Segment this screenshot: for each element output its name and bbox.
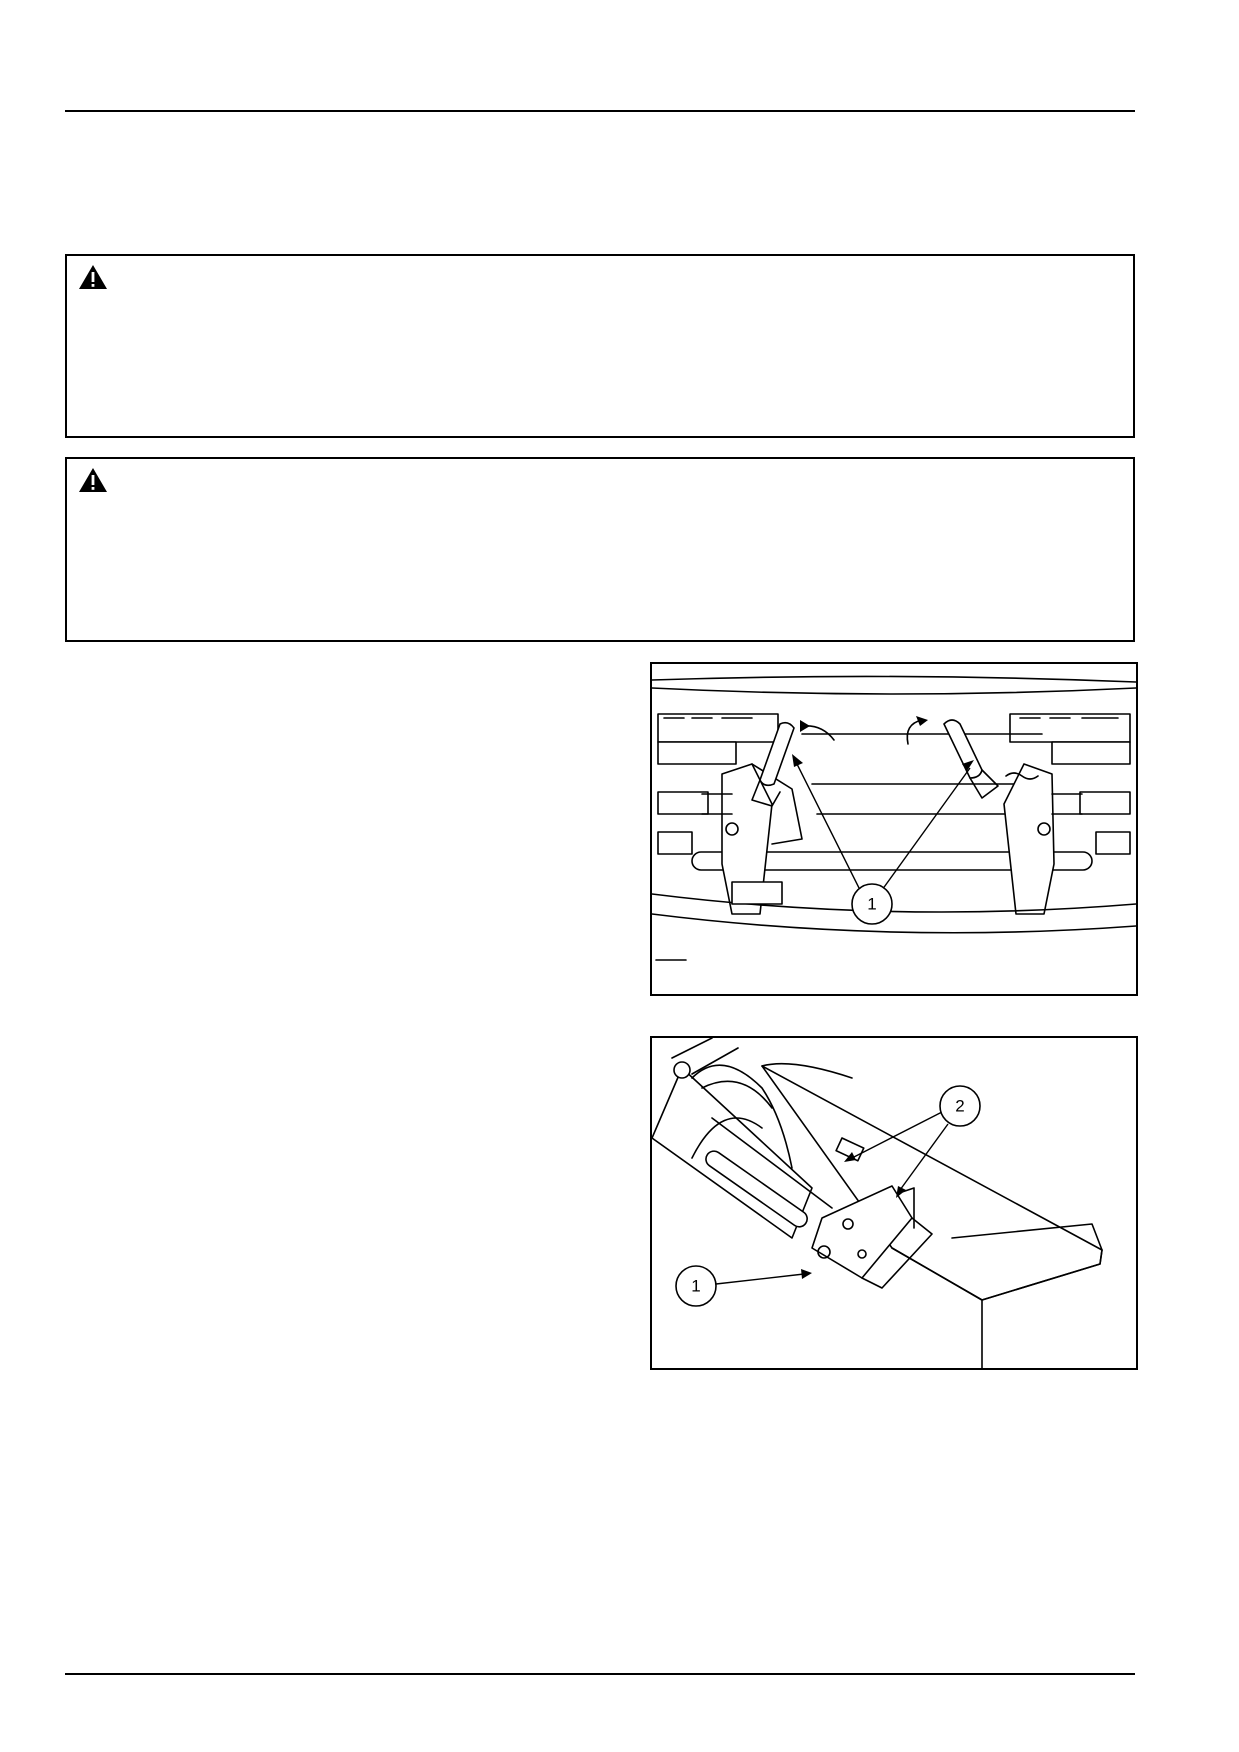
callout-label: 2 xyxy=(955,1097,964,1116)
callout-circle xyxy=(939,1085,981,1127)
warning-box xyxy=(65,457,1135,642)
warning-box xyxy=(65,254,1135,438)
callout-circle xyxy=(675,1265,717,1307)
bucket-attachment-illustration: 1 2 xyxy=(650,1036,1138,1370)
footer-rule xyxy=(65,1673,1135,1675)
warning-triangle-icon xyxy=(78,264,108,290)
coupler-levers-illustration: 1 xyxy=(650,662,1138,996)
header-rule xyxy=(65,110,1135,112)
callout-label: 1 xyxy=(691,1277,700,1296)
callout-label: 1 xyxy=(867,895,876,914)
callout-circle xyxy=(851,883,893,925)
warning-triangle-icon xyxy=(78,467,108,493)
